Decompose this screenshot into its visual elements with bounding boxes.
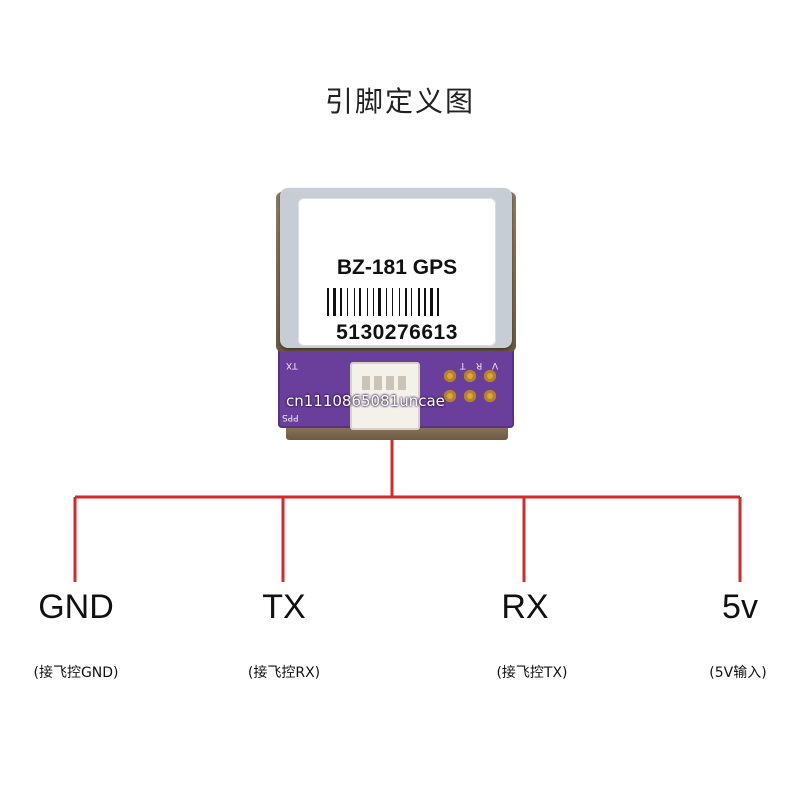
pin-note-5v: (5V输入) [709,665,767,681]
metal-shield: BZ-181 GPS 5130276613 [280,188,512,348]
jst-connector [350,362,420,430]
module-serial: 5130276613 [336,321,458,344]
watermark-text: cn1110865081uncae [286,392,445,410]
module-name: BZ-181 GPS [336,256,458,279]
pin-note-tx: (接飞控RX) [247,665,321,681]
barcode-image [327,288,439,316]
pin-label-5v: 5v [722,588,758,626]
module-label: BZ-181 GPS 5130276613 [298,198,496,346]
diagram-title: 引脚定义图 [324,85,475,118]
pin-label-tx: TX [262,588,306,626]
pin-note-rx: (接飞控TX) [496,665,568,681]
pin-label-rx: RX [501,588,549,626]
pin-note-gnd: (接飞控GND) [33,665,119,681]
pin-label-gnd: GND [38,588,114,626]
gps-module: BZ-181 GPS 5130276613 TX PPS V R T [272,188,518,442]
